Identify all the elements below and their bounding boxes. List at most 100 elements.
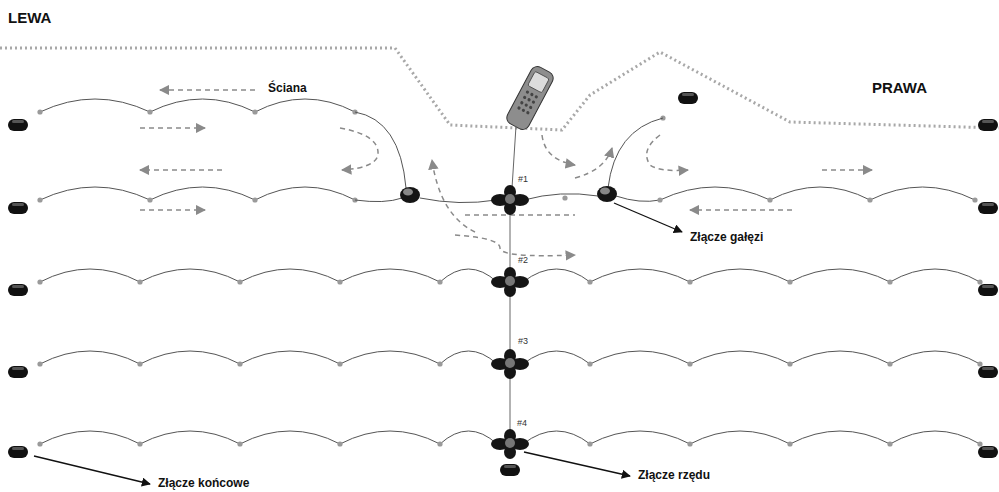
- part-label: Złącze końcowe: [158, 477, 249, 490]
- leader-arrow: [524, 452, 630, 476]
- callout-number: #4: [517, 419, 527, 429]
- end-connector: [12, 447, 24, 450]
- sensor-node: [237, 441, 242, 446]
- sensor-node: [787, 441, 792, 446]
- sensor-node: [237, 361, 242, 366]
- sensor-node: [787, 361, 792, 366]
- end-connector: [12, 285, 24, 288]
- end-connector: [8, 284, 28, 296]
- wall-line: [0, 48, 999, 130]
- cable: [660, 187, 975, 200]
- sensor-node: [147, 197, 152, 202]
- sensor-node: [337, 441, 342, 446]
- sensor-node: [37, 361, 42, 366]
- side-label: PRAWA: [872, 80, 927, 97]
- callout-number: #2: [518, 256, 528, 266]
- cable: [40, 431, 497, 444]
- sensor-node: [137, 441, 142, 446]
- sensor-node: [972, 197, 977, 202]
- end-connector: [12, 367, 24, 370]
- end-connector: [978, 446, 998, 458]
- end-connector: [8, 202, 28, 214]
- connector-group: [8, 92, 998, 476]
- sensor-node: [137, 361, 142, 366]
- sensor-node: [37, 197, 42, 202]
- sensor-node: [587, 361, 592, 366]
- sensor-node: [562, 195, 567, 200]
- sensor-node: [887, 441, 892, 446]
- end-connector: [982, 203, 994, 206]
- end-connector: [982, 447, 994, 450]
- sensor-node: [687, 279, 692, 284]
- end-connector: [978, 202, 998, 214]
- sensor-node: [657, 197, 662, 202]
- callout-number: #1: [518, 175, 528, 185]
- end-connector: [12, 120, 24, 123]
- row-connector: [491, 349, 529, 379]
- sensor-node: [867, 197, 872, 202]
- end-connector: [500, 464, 520, 476]
- cable: [40, 269, 497, 282]
- sensor-node: [252, 109, 257, 114]
- sensor-node: [687, 361, 692, 366]
- cable: [40, 99, 355, 112]
- sensor-node: [37, 441, 42, 446]
- branch-connector: [597, 186, 617, 202]
- sensor-node: [137, 279, 142, 284]
- row-cable: [510, 214, 511, 268]
- sensor-node: [37, 109, 42, 114]
- cable: [355, 112, 406, 188]
- handheld-controller: [504, 64, 555, 132]
- end-connector: [982, 120, 994, 123]
- row-cable: [510, 378, 511, 430]
- sensor-node: [687, 441, 692, 446]
- branch-connector: [400, 187, 420, 203]
- end-connector: [978, 366, 998, 378]
- sensor-node: [977, 361, 982, 366]
- cable-group: [37, 99, 982, 447]
- flow-arrows: [140, 90, 872, 256]
- sensor-node: [337, 279, 342, 284]
- end-connector: [978, 119, 998, 131]
- part-label: Złącze gałęzi: [690, 231, 763, 244]
- cable: [40, 187, 355, 200]
- end-connector: [8, 366, 28, 378]
- sensor-node: [437, 279, 442, 284]
- sensor-node: [887, 279, 892, 284]
- end-connector: [978, 284, 998, 296]
- end-connector: [8, 119, 28, 131]
- leader-arrow: [34, 456, 150, 484]
- callout-number: #3: [518, 337, 528, 347]
- end-connector: [982, 285, 994, 288]
- sensor-node: [37, 279, 42, 284]
- row-connector: [491, 267, 529, 297]
- row-connector: [491, 185, 529, 215]
- sensor-node: [437, 441, 442, 446]
- device-cable: [512, 126, 516, 188]
- sensor-node: [337, 361, 342, 366]
- sensor-node: [252, 197, 257, 202]
- sensor-node: [587, 279, 592, 284]
- cable: [40, 351, 497, 364]
- sensor-node: [237, 279, 242, 284]
- side-label: LEWA: [8, 10, 51, 27]
- sensor-node: [437, 361, 442, 366]
- cable: [608, 118, 663, 188]
- end-connector: [504, 465, 516, 468]
- part-label: Złącze rzędu: [638, 469, 710, 482]
- end-connector: [8, 446, 28, 458]
- sensor-node: [787, 279, 792, 284]
- end-connector: [982, 367, 994, 370]
- leader-arrow: [614, 203, 682, 232]
- sensor-node: [587, 441, 592, 446]
- end-connector: [678, 92, 698, 104]
- row-cable: [510, 296, 511, 350]
- sensor-node: [977, 279, 982, 284]
- sensor-node: [887, 361, 892, 366]
- row-connector: [491, 429, 529, 459]
- end-connector: [12, 203, 24, 206]
- part-label: Ściana: [268, 82, 307, 95]
- end-connector: [682, 93, 694, 96]
